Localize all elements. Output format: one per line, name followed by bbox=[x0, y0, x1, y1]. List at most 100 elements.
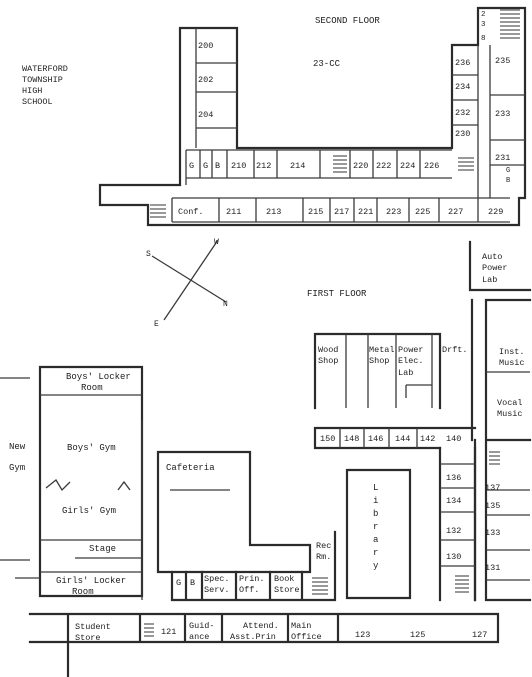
room-233: 233 bbox=[495, 109, 510, 119]
room-212: 212 bbox=[256, 161, 271, 171]
room-127: 127 bbox=[472, 630, 487, 640]
cafeteria-outline bbox=[156, 450, 312, 574]
room-150: 150 bbox=[320, 434, 335, 444]
room-140: 140 bbox=[446, 434, 461, 444]
room-234: 234 bbox=[455, 82, 470, 92]
rec-rm-line-2: Rm. bbox=[316, 552, 331, 562]
compass-south: S bbox=[146, 250, 151, 259]
stair-number-3: 3 bbox=[481, 21, 486, 29]
room-224: 224 bbox=[400, 161, 415, 171]
music-wing-outline bbox=[470, 298, 532, 602]
room-137: 137 bbox=[485, 483, 500, 493]
classroom-stair bbox=[455, 575, 469, 593]
auto-power-lab-line-3: Lab bbox=[482, 275, 497, 285]
library-letter-2: i bbox=[373, 496, 378, 506]
room-215: 215 bbox=[308, 207, 323, 217]
student-store-line-2: Store bbox=[75, 633, 101, 643]
stair-number-2: 2 bbox=[481, 11, 486, 19]
spec-serv-line-1: Spec. bbox=[204, 574, 230, 584]
bottom-row-stair bbox=[144, 623, 154, 637]
office-b-label: B bbox=[190, 578, 195, 588]
room-123: 123 bbox=[355, 630, 370, 640]
library-letter-7: y bbox=[373, 561, 379, 571]
new-gym-line-2: Gym bbox=[9, 463, 25, 473]
stair-number-8: 8 bbox=[481, 35, 486, 43]
attend-asst-prin-line-2: Asst.Prin bbox=[230, 632, 276, 642]
rec-rm-line-1: Rec bbox=[316, 541, 331, 551]
second-floor-stair-top-right bbox=[500, 9, 520, 39]
girls-locker-room-line-2: Room bbox=[72, 587, 94, 597]
second-floor-lower-row-dividers bbox=[171, 197, 510, 223]
inst-music-line-2: Music bbox=[499, 358, 525, 368]
compass-west: W bbox=[214, 238, 219, 247]
room-236: 236 bbox=[455, 58, 470, 68]
room-231-b: B bbox=[506, 177, 510, 185]
stage-label: Stage bbox=[89, 544, 116, 554]
room-146: 146 bbox=[368, 434, 383, 444]
compass-east: E bbox=[154, 320, 159, 329]
metal-shop-line-2: Shop bbox=[369, 356, 389, 366]
inst-music-line-1: Inst. bbox=[499, 347, 525, 357]
power-elec-lab-line-2: Elec. bbox=[398, 356, 424, 366]
metal-shop-line-1: Metal bbox=[369, 345, 395, 355]
main-office-line-2: Office bbox=[291, 632, 322, 642]
vocal-music-line-1: Vocal bbox=[497, 398, 523, 408]
compass-north: N bbox=[223, 300, 228, 309]
school-name-line-3: HIGH bbox=[22, 86, 42, 96]
room-204: 204 bbox=[198, 110, 213, 120]
gym-zigzag-right bbox=[117, 480, 131, 491]
room-222: 222 bbox=[376, 161, 391, 171]
student-store-line-1: Student bbox=[75, 622, 111, 632]
first-floor-heading: FIRST FLOOR bbox=[307, 289, 367, 299]
room-213: 213 bbox=[266, 207, 281, 217]
room-226: 226 bbox=[424, 161, 439, 171]
room-231: 231 bbox=[495, 153, 510, 163]
book-store-line-2: Store bbox=[274, 585, 300, 595]
wood-shop-line-2: Shop bbox=[318, 356, 338, 366]
second-floor-stair-left bbox=[150, 204, 166, 218]
main-office-line-1: Main bbox=[291, 621, 311, 631]
library-outline bbox=[345, 468, 412, 600]
auto-power-lab-line-2: Power bbox=[482, 263, 508, 273]
room-g-1: G bbox=[189, 161, 194, 171]
offices-stair bbox=[312, 577, 328, 595]
library-letter-4: r bbox=[373, 522, 378, 532]
attend-asst-prin-line-1: Attend. bbox=[243, 621, 279, 631]
school-name-line-4: SCHOOL bbox=[22, 97, 53, 107]
wood-shop-line-1: Wood bbox=[318, 345, 338, 355]
room-131: 131 bbox=[485, 563, 500, 573]
room-125: 125 bbox=[410, 630, 425, 640]
library-letter-5: a bbox=[373, 535, 379, 545]
second-floor-stair-right bbox=[458, 157, 474, 171]
room-221: 221 bbox=[358, 207, 373, 217]
auto-power-lab-line-1: Auto bbox=[482, 252, 502, 262]
prin-off-line-1: Prin. bbox=[239, 574, 265, 584]
boys-locker-room-line-2: Room bbox=[81, 383, 103, 393]
compass-rose: S W N E bbox=[146, 238, 228, 329]
room-231-g: G bbox=[506, 167, 510, 175]
room-121: 121 bbox=[161, 627, 176, 637]
room-225: 225 bbox=[415, 207, 430, 217]
cafeteria-label: Cafeteria bbox=[166, 463, 215, 473]
library-letter-6: r bbox=[373, 548, 378, 558]
girls-gym-label: Girls' Gym bbox=[62, 506, 116, 516]
library-letter-1: L bbox=[373, 483, 378, 493]
room-132: 132 bbox=[446, 526, 461, 536]
book-store-line-1: Book bbox=[274, 574, 294, 584]
girls-locker-room-line-1: Girls' Locker bbox=[56, 576, 126, 586]
boys-gym-label: Boys' Gym bbox=[67, 443, 116, 453]
room-144: 144 bbox=[395, 434, 410, 444]
guidance-line-2: ance bbox=[189, 632, 209, 642]
shops-block-outline bbox=[313, 332, 477, 450]
drafting-label: Drft. bbox=[442, 345, 468, 355]
library-letter-3: b bbox=[373, 509, 378, 519]
room-227: 227 bbox=[448, 207, 463, 217]
room-200: 200 bbox=[198, 41, 213, 51]
room-130: 130 bbox=[446, 552, 461, 562]
room-210: 210 bbox=[231, 161, 246, 171]
office-g-label: G bbox=[176, 578, 181, 588]
power-elec-lab-line-3: Lab bbox=[398, 368, 413, 378]
second-floor-stair-center bbox=[333, 155, 347, 173]
room-135: 135 bbox=[485, 501, 500, 511]
